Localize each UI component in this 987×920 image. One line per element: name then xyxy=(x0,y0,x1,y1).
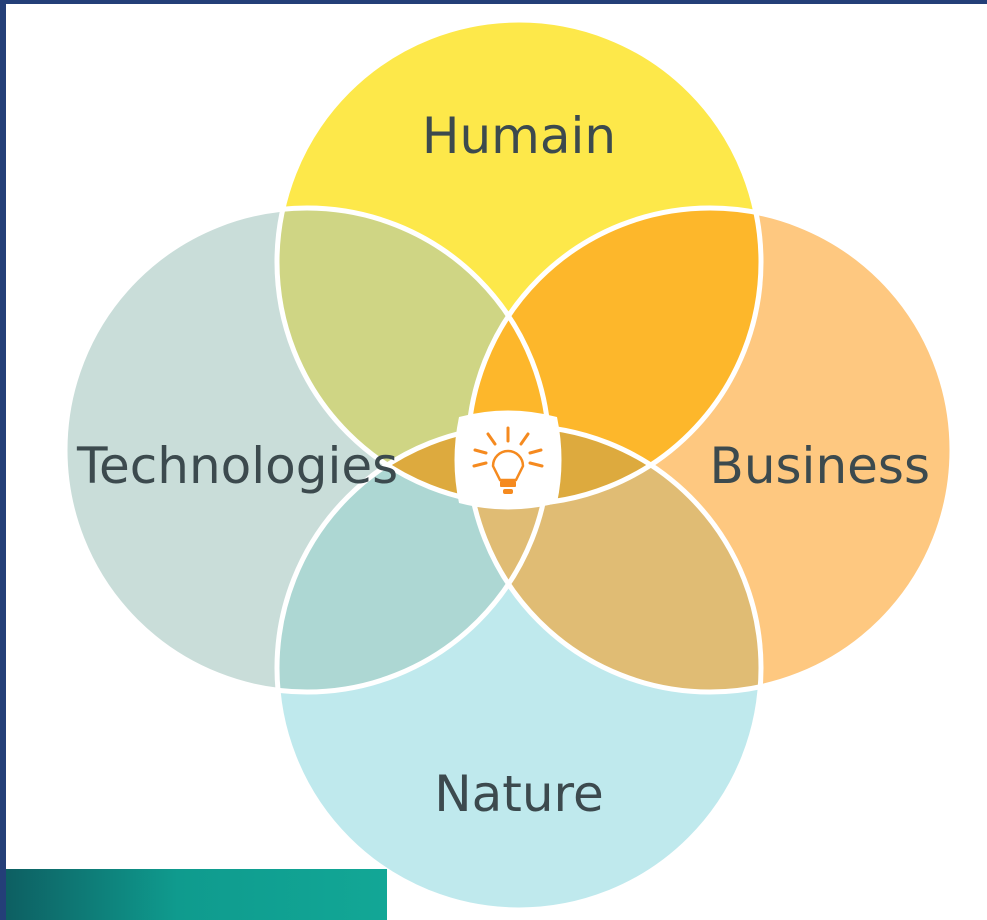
footer-accent-bar xyxy=(6,869,387,920)
lightbulb-icon xyxy=(454,410,562,510)
label-humain: Humain xyxy=(422,107,616,165)
label-nature: Nature xyxy=(434,765,604,823)
label-business: Business xyxy=(710,437,930,495)
label-technologies: Technologies xyxy=(76,437,398,495)
